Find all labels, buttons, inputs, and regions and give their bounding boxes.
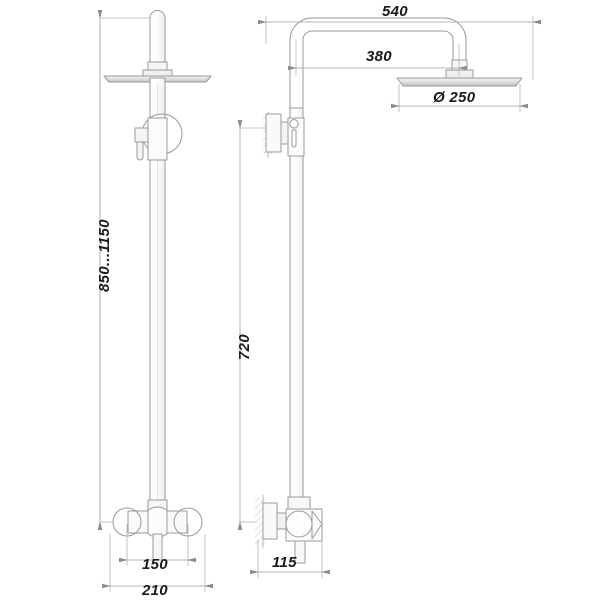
dimension-label-height-range: 850...1150 [96,219,113,292]
dimension-wall-projection [250,540,330,578]
dimension-arm-reach [258,16,541,80]
dimension-lines-layer [97,10,541,592]
dimension-label-head-diameter: Ø 250 [433,89,476,106]
dimension-arm-offset [288,40,467,76]
side-view-geometry [255,17,523,564]
front-view-mixer-body [112,499,203,561]
front-view-geometry [103,10,212,561]
dimension-label-arm-reach: 540 [382,3,408,20]
front-view-diverter [134,113,183,161]
dimension-label-mixer-width: 210 [142,582,168,599]
dimension-head-diameter [391,84,528,112]
dimension-mixer-spread [119,524,196,566]
dimension-riser-height [237,120,266,530]
front-view-head-assembly [103,10,212,83]
dimension-label-mixer-spread: 150 [142,556,168,573]
dimension-label-riser-height: 720 [236,334,253,360]
side-view-riser-pipe [289,107,304,504]
side-view-mixer-body [255,495,323,564]
dimension-mixer-width [102,534,213,592]
side-view-upper-wall-bracket [263,112,305,158]
dimension-label-wall-projection: 115 [272,554,297,571]
dimension-height-range [97,10,150,530]
dimension-label-arm-offset: 380 [366,48,392,65]
side-view-head-assembly [396,59,523,87]
